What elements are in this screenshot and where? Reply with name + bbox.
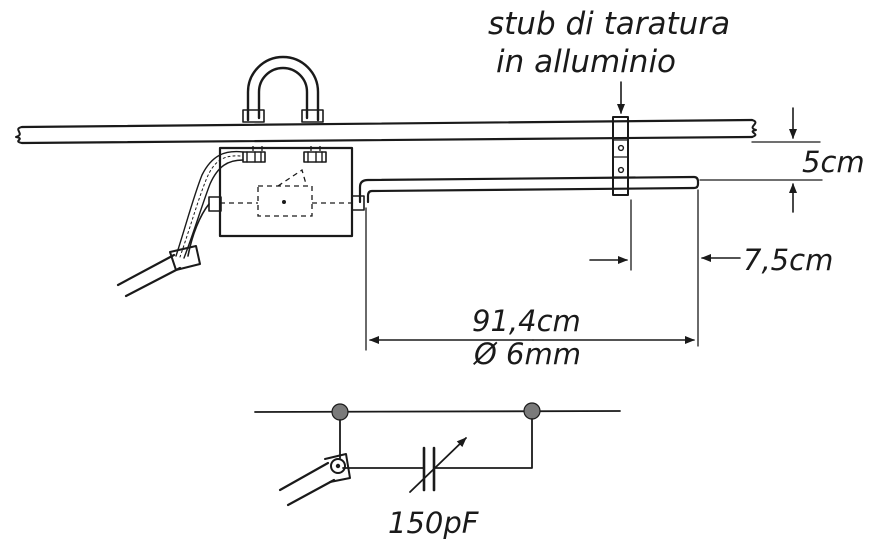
coax-feedline — [116, 150, 244, 298]
rod-length-label: 91,4cm — [472, 304, 581, 338]
capacitor-value-label: 150pF — [388, 506, 480, 539]
shorting-stub — [612, 81, 629, 196]
dipole-element — [15, 118, 757, 145]
offset-label: 7,5cm — [743, 243, 833, 277]
stub-label-line1: stub di taratura — [488, 6, 730, 42]
u-bolt-clamp — [242, 55, 327, 163]
gamma-rod — [358, 175, 700, 204]
rod-diameter-label: Ø 6mm — [473, 337, 581, 371]
schematic — [254, 402, 621, 507]
spacing-label: 5cm — [802, 145, 865, 179]
stub-label-line2: in alluminio — [496, 44, 676, 80]
capacitor-box — [208, 146, 365, 238]
dimension-lines — [365, 107, 823, 351]
